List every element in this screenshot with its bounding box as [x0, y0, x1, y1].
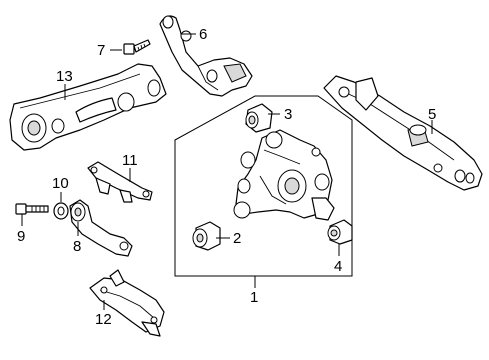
bolt-9: [15, 203, 49, 215]
knuckle-assembly-outline: [174, 95, 353, 277]
callout-11: 11: [122, 152, 138, 169]
callout-3: 3: [284, 106, 292, 123]
lower-control-arm: [9, 63, 167, 151]
callout-9: 9: [17, 228, 25, 245]
callout-13: 13: [56, 68, 73, 85]
callout-10: 10: [52, 175, 69, 192]
link-bracket-11: [87, 161, 153, 203]
bushing-4: [327, 219, 353, 245]
callout-8: 8: [73, 238, 81, 255]
trailing-arm: [323, 75, 483, 191]
leader-lines: [21, 33, 433, 310]
toe-link-8: [69, 199, 133, 257]
callout-12: 12: [95, 311, 112, 328]
bracket-12: [89, 269, 165, 337]
knuckle: [233, 129, 335, 221]
washer-10: [53, 202, 69, 220]
callout-5: 5: [428, 106, 436, 123]
upper-control-arm: [159, 15, 253, 97]
bushing-2: [192, 221, 221, 251]
callout-1: 1: [250, 289, 258, 306]
callout-6: 6: [199, 26, 207, 43]
bolt-7: [123, 39, 151, 55]
bushing-3: [245, 103, 273, 133]
callout-7: 7: [97, 42, 105, 59]
callout-4: 4: [334, 258, 342, 275]
callout-2: 2: [233, 230, 241, 247]
